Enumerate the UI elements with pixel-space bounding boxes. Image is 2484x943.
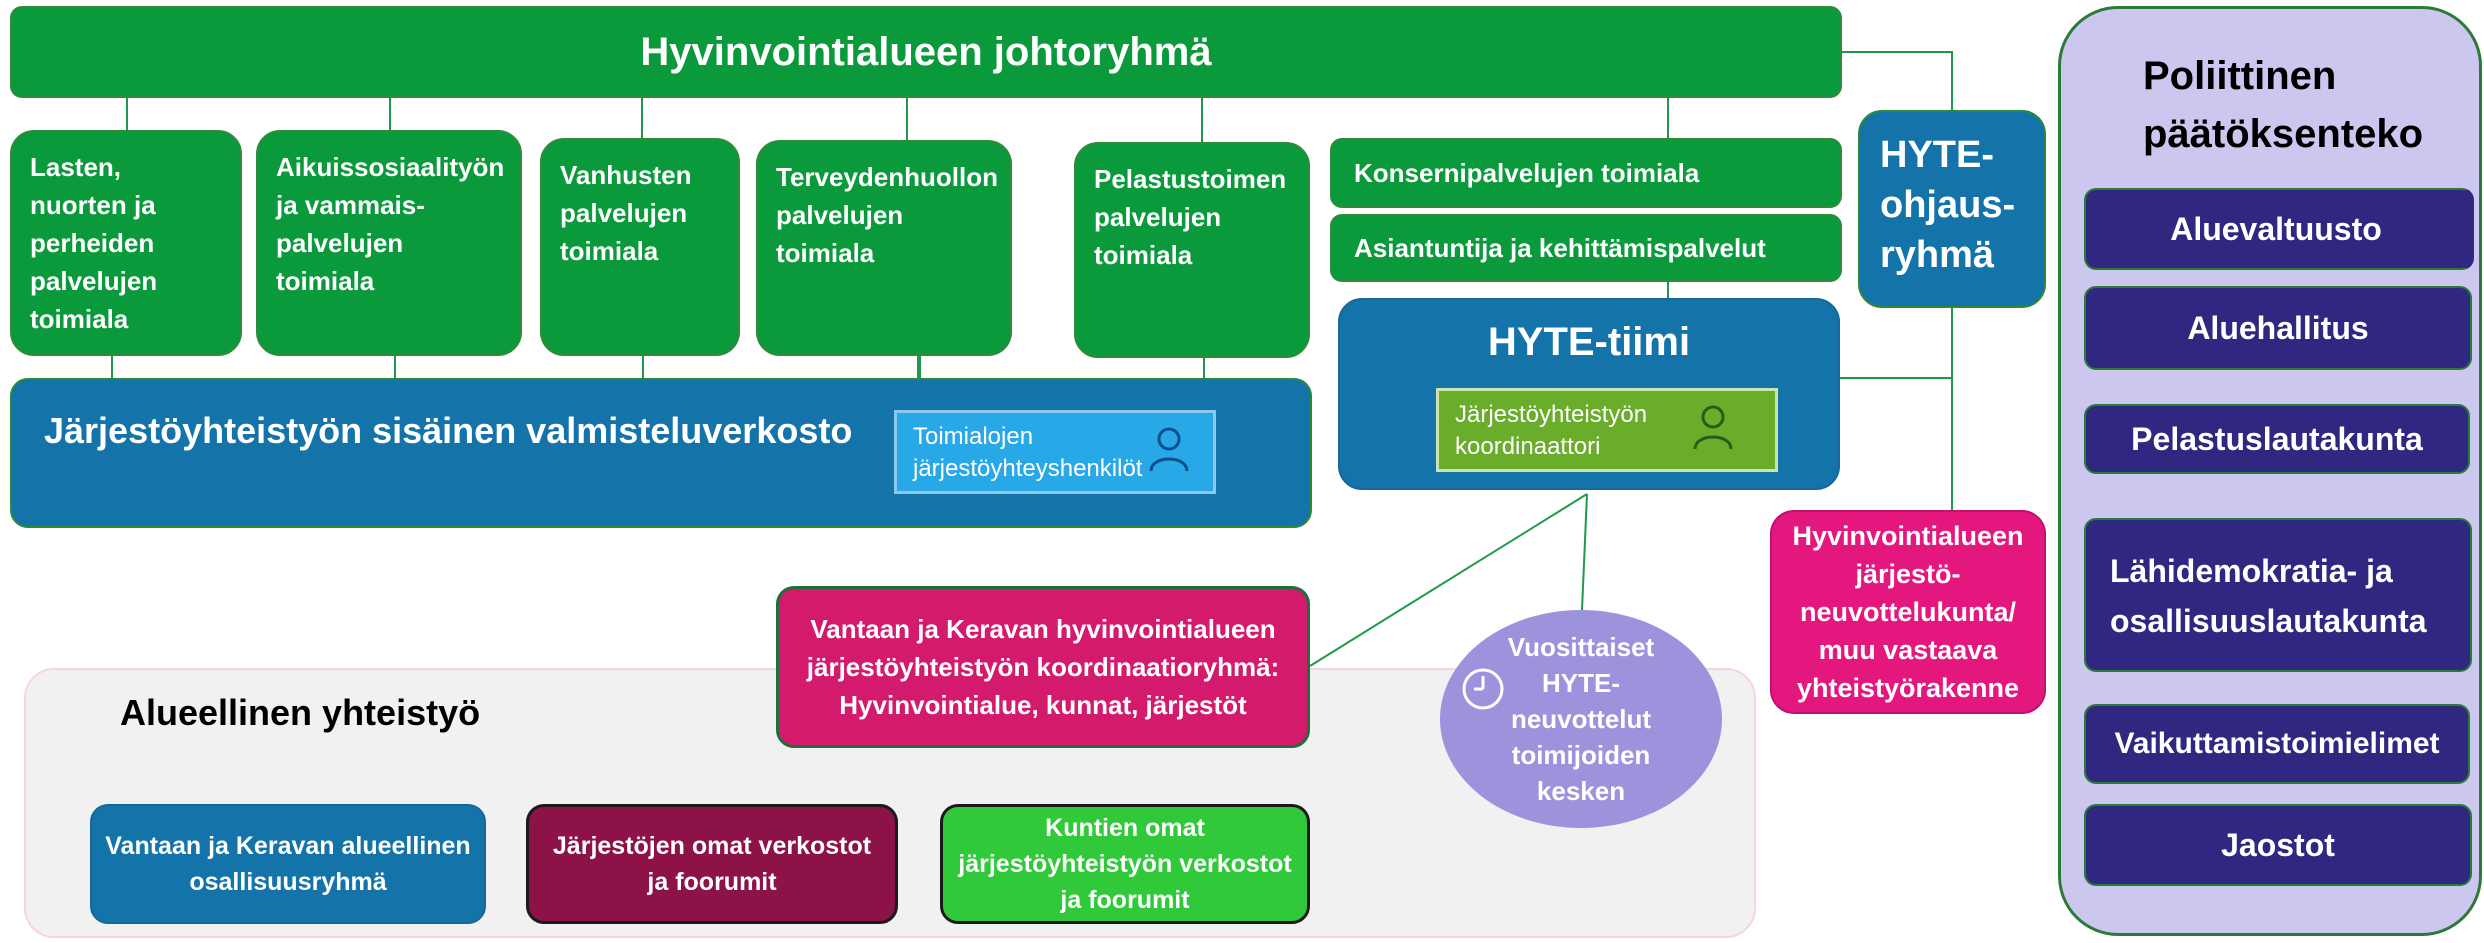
influence-bodies: Vaikuttamistoimielimet bbox=[2084, 704, 2470, 784]
regional-board: Aluehallitus bbox=[2084, 286, 2472, 370]
coordinator-box: Järjestöyhteistyön koordinaattori bbox=[1436, 388, 1778, 472]
hyte-steering-group: HYTE-ohjaus-ryhmä bbox=[1858, 110, 2046, 308]
municipal-networks: Kuntien omat järjestöyhteistyön verkosto… bbox=[940, 804, 1310, 924]
annual-hyte-talks: Vuosittaiset HYTE-neuvottelut toimijoide… bbox=[1440, 610, 1722, 828]
ngo-own-networks: Järjestöjen omat verkostot ja foorumit bbox=[526, 804, 898, 924]
person-icon bbox=[1693, 405, 1733, 450]
department-elderly-services: Vanhusten palvelujen toimiala bbox=[540, 138, 740, 356]
ngo-advisory-council: Hyvinvointialueen järjestö-neuvottelukun… bbox=[1770, 510, 2046, 714]
regional-council: Aluevaltuusto bbox=[2084, 188, 2474, 270]
sections: Jaostot bbox=[2084, 804, 2472, 886]
internal-preparation-network: Järjestöyhteistyön sisäinen valmisteluve… bbox=[10, 378, 1312, 528]
regional-cooperation-title: Alueellinen yhteistyö bbox=[120, 692, 481, 733]
department-children-families: Lasten, nuorten ja perheiden palvelujen … bbox=[10, 130, 242, 356]
department-adult-social-disability: Aikuissosiaalityön ja vammais-palvelujen… bbox=[256, 130, 522, 356]
internal-network-title: Järjestöyhteistyön sisäinen valmisteluve… bbox=[44, 410, 853, 451]
leadership-group-title: Hyvinvointialueen johtoryhmä bbox=[640, 29, 1212, 74]
department-contacts-box: Toimialojen järjestöyhteyshenkilöt bbox=[894, 410, 1216, 494]
political-title: Poliittinen päätöksenteko bbox=[2143, 54, 2424, 156]
department-rescue-services: Pelastustoimen palvelujen toimiala bbox=[1074, 142, 1310, 358]
leadership-group-bar: Hyvinvointialueen johtoryhmä bbox=[10, 6, 1842, 98]
coordination-group: Vantaan ja Keravan hyvinvointialueen jär… bbox=[776, 586, 1310, 748]
person-icon bbox=[1149, 427, 1189, 472]
department-healthcare: Terveydenhuollon palvelujen toimiala bbox=[756, 140, 1012, 356]
hyte-team-title: HYTE-tiimi bbox=[1487, 320, 1691, 364]
hyte-team: HYTE-tiimi Järjestöyhteistyön koordinaat… bbox=[1338, 298, 1840, 490]
group-services-box: Konsernipalvelujen toimiala bbox=[1330, 138, 1842, 208]
regional-participation-group: Vantaan ja Keravan alueellinen osallisuu… bbox=[90, 804, 486, 924]
expert-services-box: Asiantuntija ja kehittämispalvelut bbox=[1330, 214, 1842, 282]
clock-icon bbox=[1462, 668, 1504, 710]
local-democracy-committee: Lähidemokratia- ja osallisuuslautakunta bbox=[2084, 518, 2472, 672]
rescue-committee: Pelastuslautakunta bbox=[2084, 404, 2470, 474]
